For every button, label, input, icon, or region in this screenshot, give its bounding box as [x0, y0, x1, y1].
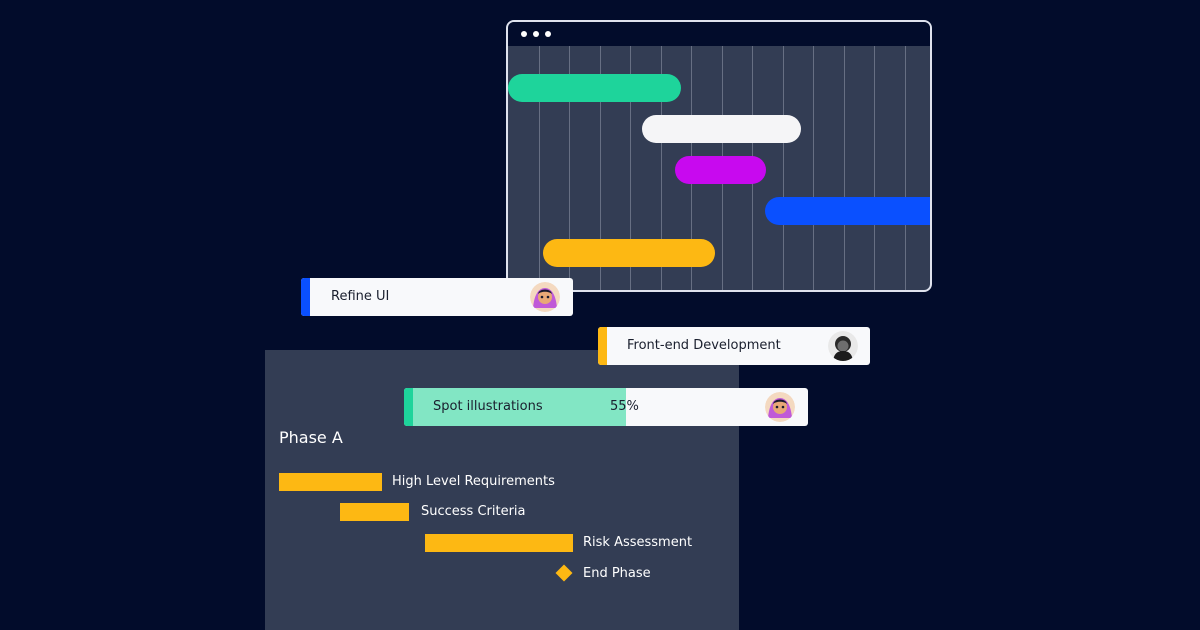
task-card-refine-ui[interactable]: Refine UI — [301, 278, 573, 316]
phase-label-end-phase: End Phase — [583, 566, 651, 581]
progress-fill — [404, 388, 627, 426]
phase-label-success-criteria: Success Criteria — [421, 504, 526, 519]
phase-bar-risk-assessment[interactable] — [425, 534, 573, 552]
window-titlebar — [508, 22, 930, 46]
gantt-bar-yellow[interactable] — [543, 239, 715, 267]
avatar[interactable] — [765, 392, 795, 422]
phase-label-high-level-requirements: High Level Requirements — [392, 474, 555, 489]
window-dot-icon — [533, 31, 539, 37]
avatar-illustration-icon — [530, 282, 560, 312]
window-dot-icon — [545, 31, 551, 37]
gantt-bar-blue[interactable] — [765, 197, 930, 225]
task-accent — [404, 388, 413, 426]
task-card-frontend[interactable]: Front-end Development — [598, 327, 870, 365]
timeline-gridline — [782, 46, 784, 290]
timeline-gridline — [874, 46, 875, 290]
gantt-bar-white[interactable] — [642, 115, 801, 143]
task-label: Refine UI — [331, 289, 390, 304]
phase-label-risk-assessment: Risk Assessment — [583, 535, 693, 550]
gantt-bar-green[interactable] — [508, 74, 681, 102]
phase-bar-high-level-requirements[interactable] — [279, 473, 382, 491]
task-label: Spot illustrations — [433, 399, 543, 414]
avatar-photo-icon — [828, 331, 858, 361]
task-card-spot-illustrations[interactable]: Spot illustrations 55% — [404, 388, 808, 426]
progress-percent: 55% — [610, 399, 639, 414]
timeline-gridline — [660, 46, 662, 290]
avatar[interactable] — [530, 282, 560, 312]
timeline-gridline — [599, 46, 601, 290]
phase-title: Phase A — [279, 428, 343, 447]
avatar-illustration-icon — [765, 392, 795, 422]
task-accent — [598, 327, 607, 365]
timeline-gridline — [904, 46, 906, 290]
gantt-window — [506, 20, 932, 292]
window-dot-icon — [521, 31, 527, 37]
timeline-gridline — [630, 46, 631, 290]
gantt-bar-magenta[interactable] — [675, 156, 766, 184]
avatar[interactable] — [828, 331, 858, 361]
timeline-gridline — [569, 46, 570, 290]
task-label: Front-end Development — [627, 338, 781, 353]
task-accent — [301, 278, 310, 316]
timeline-gridline — [538, 46, 540, 290]
timeline-gridline — [813, 46, 814, 290]
timeline-gridline — [843, 46, 845, 290]
phase-bar-success-criteria[interactable] — [340, 503, 409, 521]
